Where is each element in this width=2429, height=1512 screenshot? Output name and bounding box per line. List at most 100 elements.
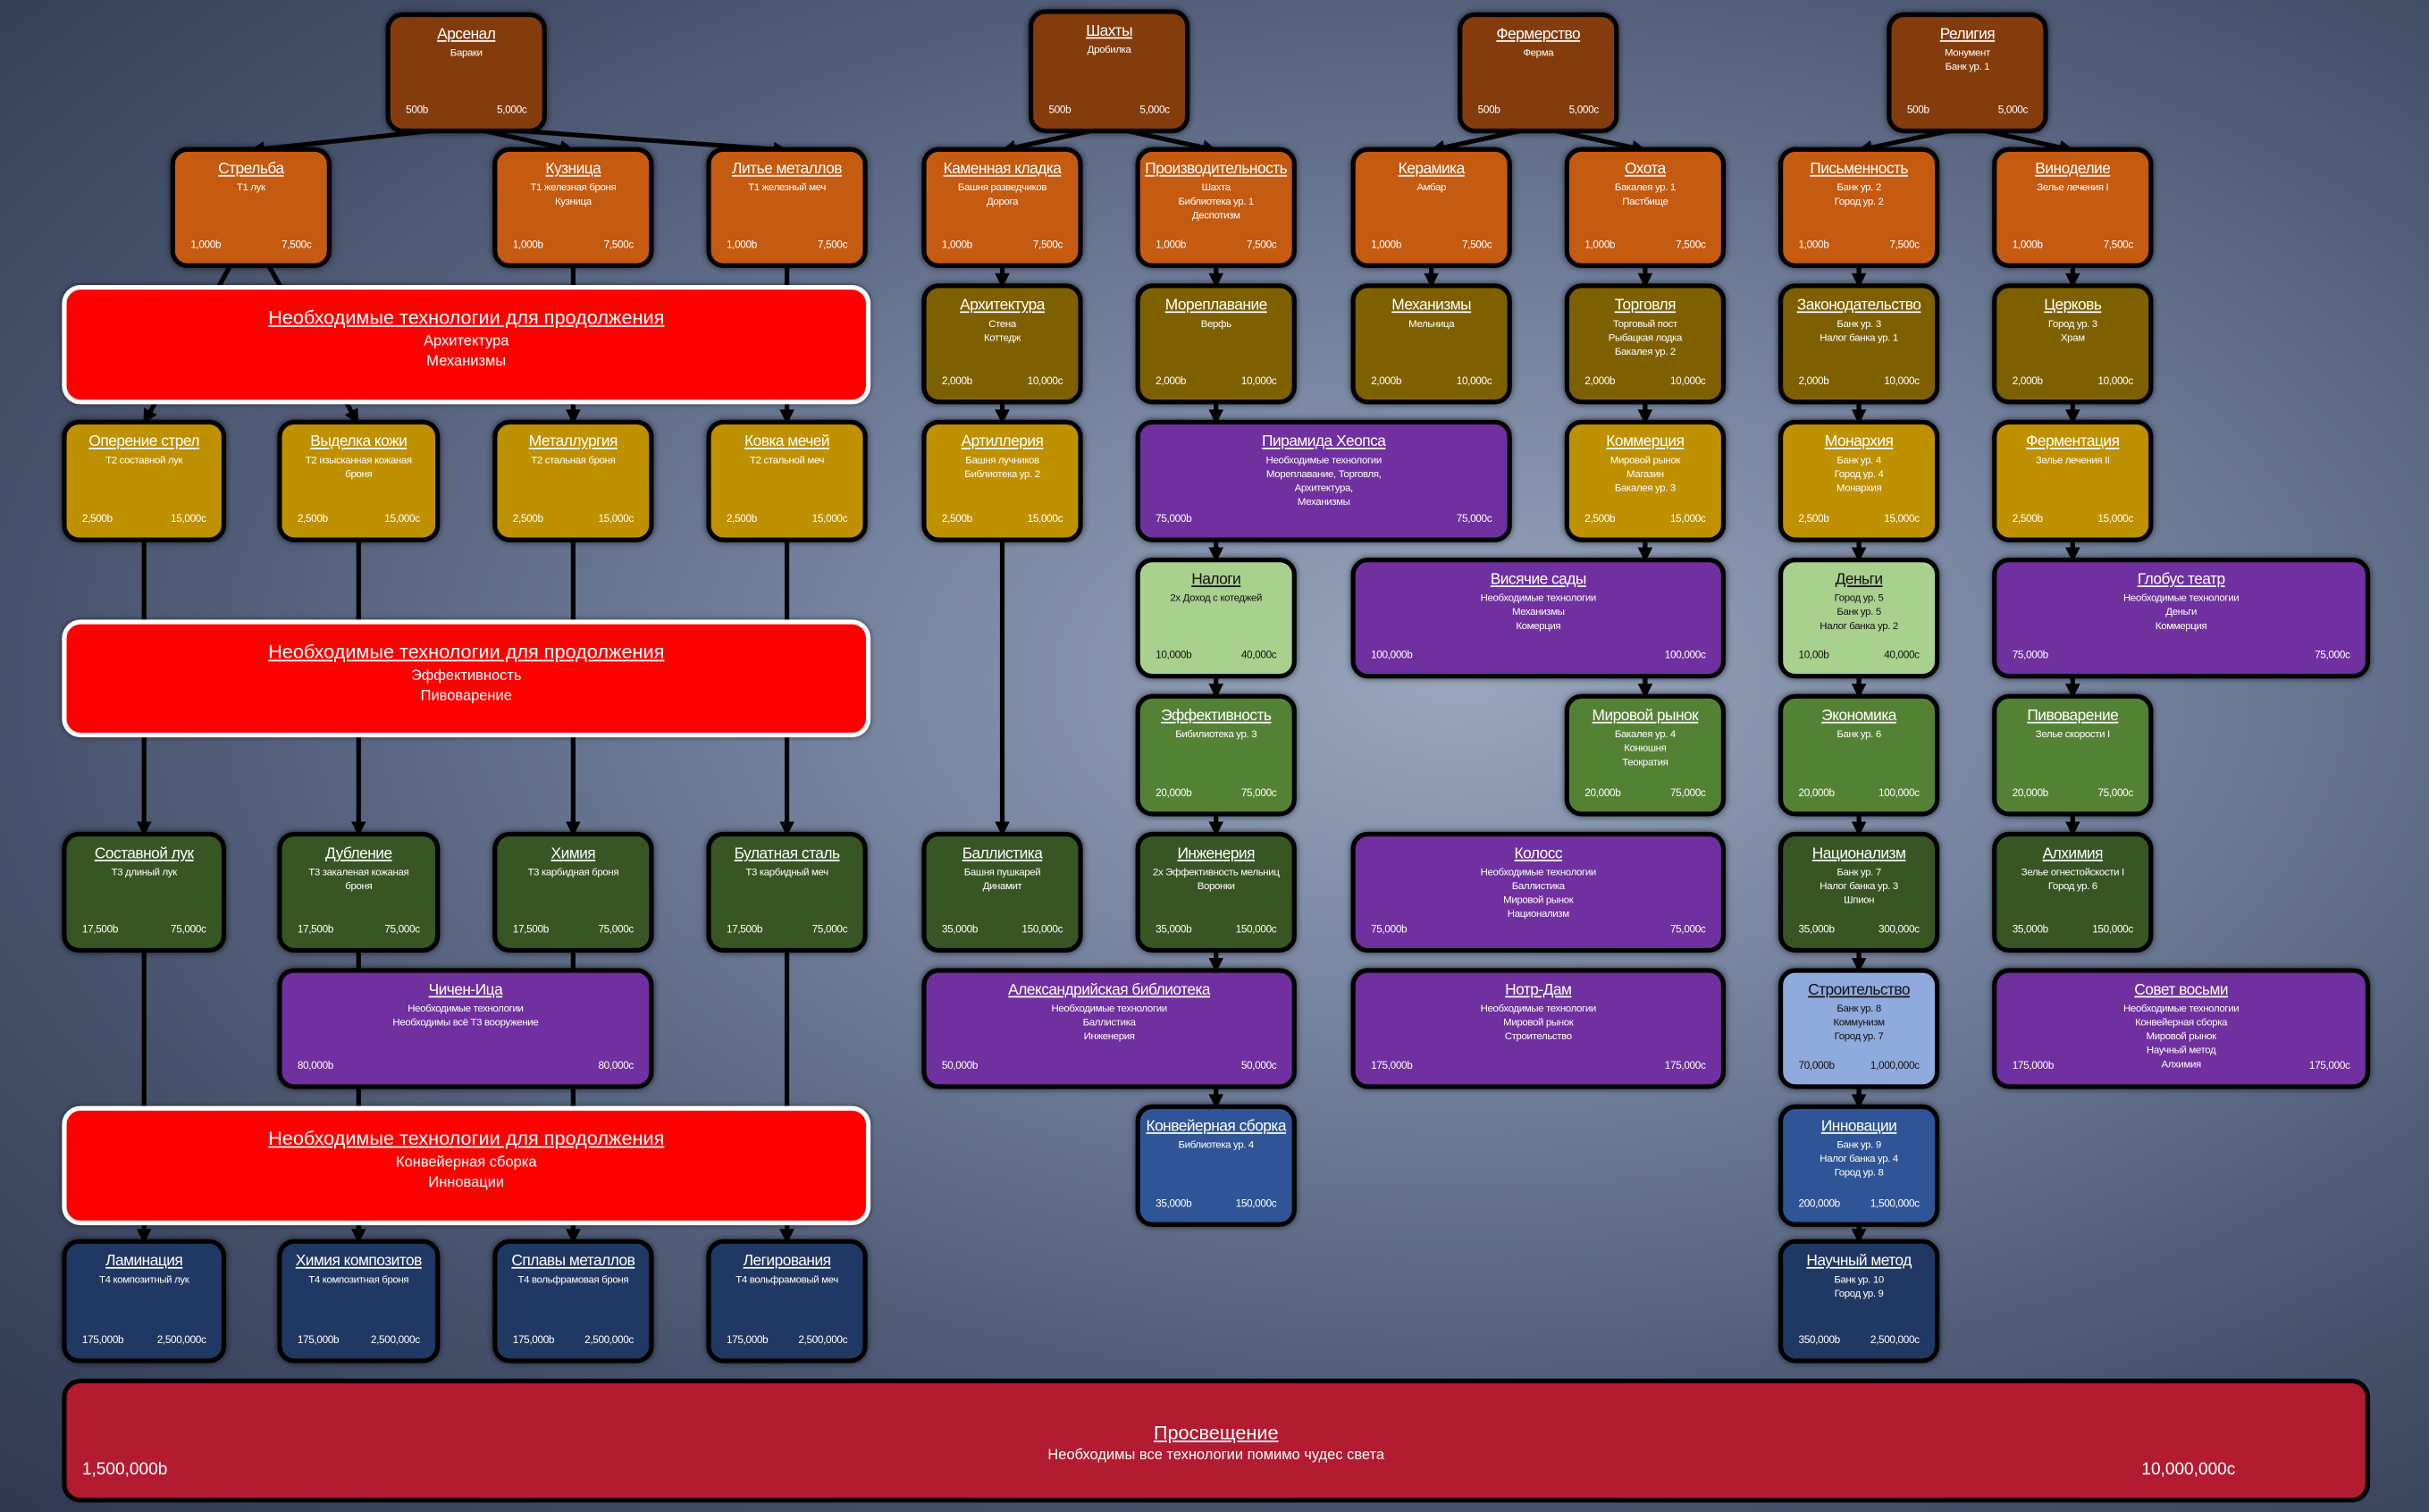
cost-c: 1,000,000c bbox=[1870, 1061, 1920, 1072]
cost-c: 150,000c bbox=[1235, 924, 1277, 936]
unlock-item: T2 изысканная кожаная bbox=[305, 455, 412, 466]
cost-b: 20,000b bbox=[1156, 788, 1192, 800]
cost-c: 15,000c bbox=[171, 514, 206, 525]
unlock-item: Город ур. 2 bbox=[1834, 197, 1884, 208]
unlock-item: Зелье скорости I bbox=[2035, 729, 2110, 741]
cost-c: 75,000c bbox=[598, 924, 634, 936]
cost-c: 75,000c bbox=[171, 924, 206, 936]
unlock-item: T4 вольфрамовый меч bbox=[735, 1274, 838, 1286]
tech-unlocks: Дробилка bbox=[1033, 44, 1185, 58]
cost-b: 2,500b bbox=[941, 514, 972, 525]
tech-title: Дубление bbox=[324, 845, 392, 863]
cost-c: 75,000c bbox=[2315, 651, 2350, 662]
tech-title: Архитектура bbox=[960, 297, 1045, 315]
cost-c: 150,000c bbox=[1235, 1198, 1277, 1210]
cost-c: 80,000c bbox=[598, 1061, 634, 1072]
unlock-item: T1 железный меч bbox=[748, 182, 826, 194]
tech-title: Сплавы металлов bbox=[511, 1253, 635, 1271]
tech-title: Шахты bbox=[1086, 23, 1133, 41]
final-tech-enlightenment[interactable]: Просвещение Необходимы все технологии по… bbox=[62, 1378, 2371, 1503]
tech-title: Стрельба bbox=[218, 161, 284, 179]
unlock-item: Необходимые технологии bbox=[1265, 455, 1383, 466]
unlock-item: Банк ур. 10 bbox=[1834, 1274, 1884, 1286]
unlock-item: Налог банка ур. 2 bbox=[1820, 621, 1898, 633]
tech-title: Религия bbox=[1939, 26, 1996, 44]
unlock-item: Необходимые технологии bbox=[1480, 1004, 1597, 1015]
unlock-item: Город ур. 3 bbox=[2047, 319, 2097, 331]
unlock-item: Банк ур. 9 bbox=[1836, 1139, 1881, 1151]
unlock-item: Рыбацкая лодка bbox=[1608, 332, 1683, 344]
unlock-item: T3 карбидная броня bbox=[527, 867, 619, 878]
tech-title: Литье металлов bbox=[732, 161, 843, 179]
cost-c: 7,500c bbox=[1247, 239, 1277, 251]
tech-title: Охота bbox=[1624, 161, 1666, 179]
unlock-item: Банк ур. 1 bbox=[1945, 62, 1990, 73]
cost-c: 75,000c bbox=[1456, 514, 1492, 525]
